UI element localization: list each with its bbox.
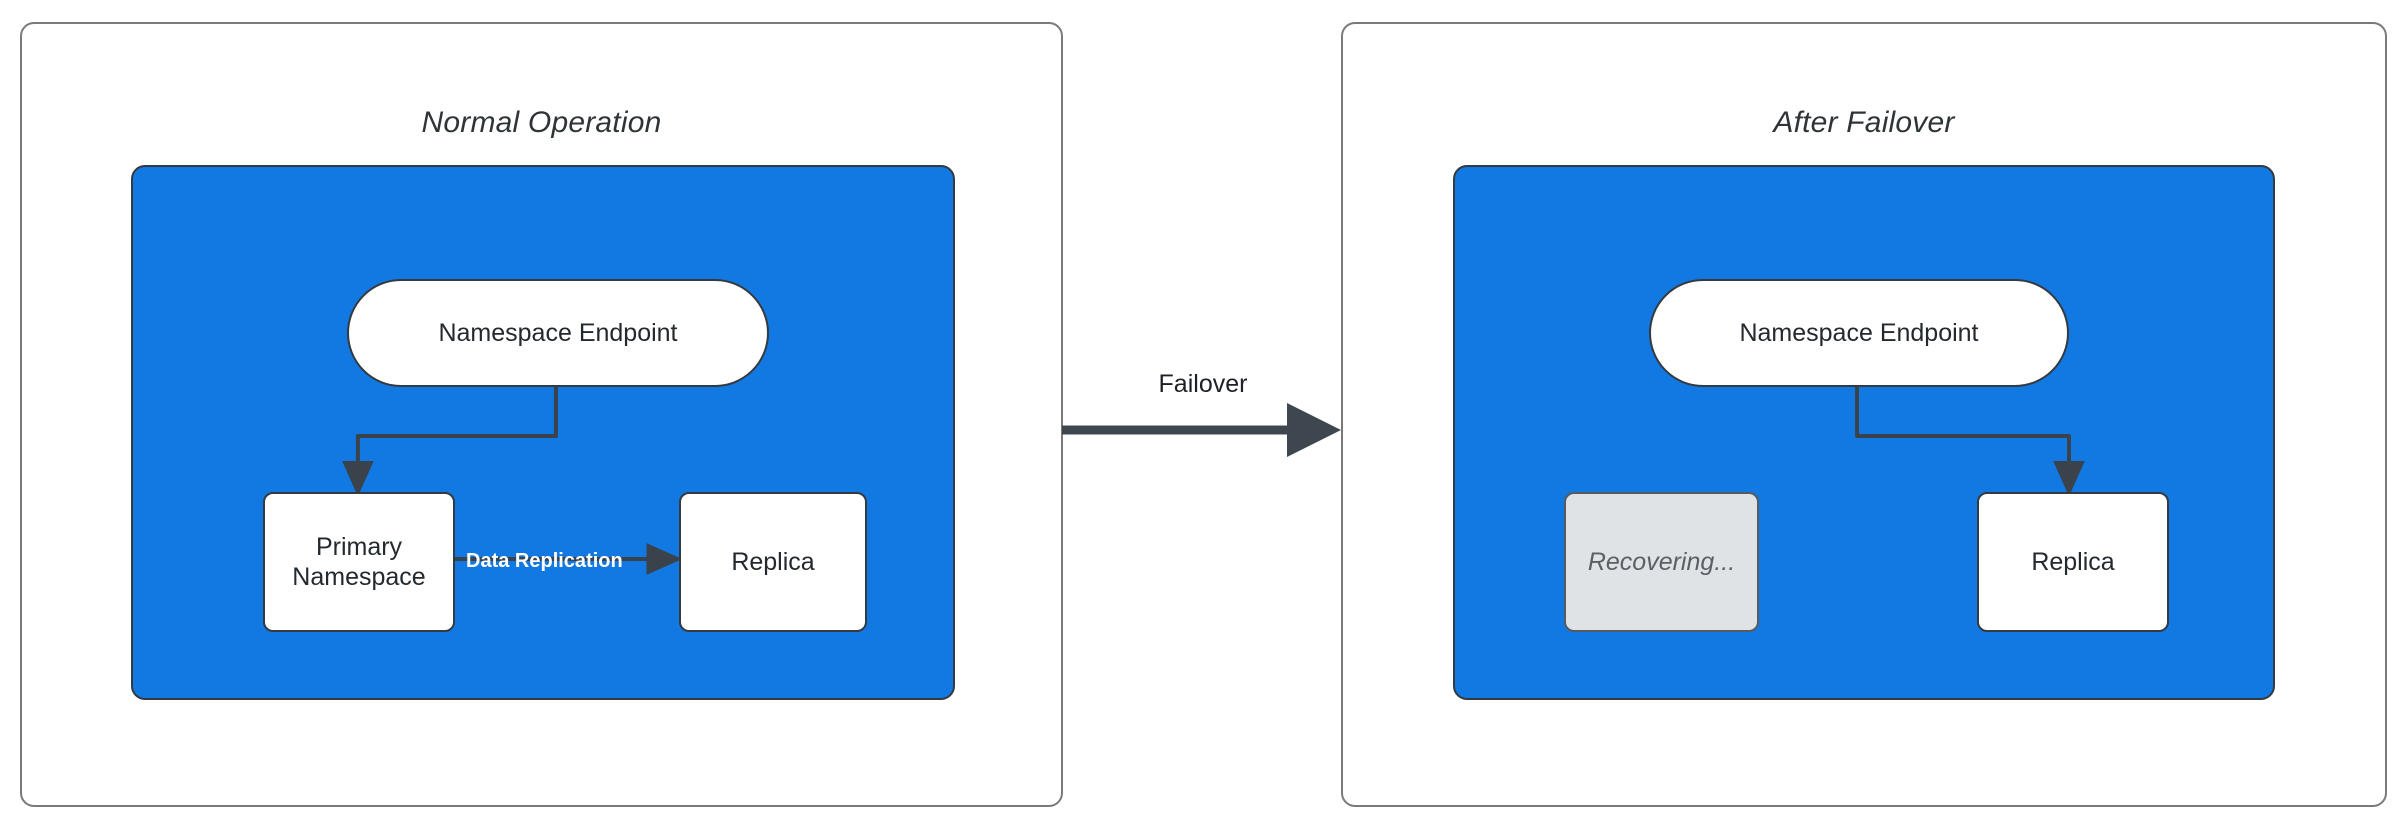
node-namespace-endpoint-normal[interactable]: Namespace Endpoint <box>347 279 769 387</box>
node-label: Replica <box>731 547 815 576</box>
node-recovering[interactable]: Recovering... <box>1564 492 1759 632</box>
panel-after-failover: After Failover Namespace Endpoint Recove… <box>1341 22 2387 807</box>
node-namespace-endpoint-failover[interactable]: Namespace Endpoint <box>1649 279 2069 387</box>
edge-endpoint-to-replica <box>1855 383 2085 497</box>
node-replica-normal[interactable]: Replica <box>679 492 867 632</box>
transition-label-failover: Failover <box>1158 370 1248 398</box>
edge-endpoint-to-primary <box>341 383 558 497</box>
transition-arrow-failover <box>1062 403 1341 457</box>
container-namespace-region-normal: Data Replication Namespace Endpoint Prim… <box>131 165 955 700</box>
panel-title-normal-operation: Normal Operation <box>421 106 662 139</box>
transition-failover: Failover <box>1062 370 1344 480</box>
panel-normal-operation: Normal Operation Data Replication Namesp… <box>20 22 1063 807</box>
node-label: Recovering... <box>1587 547 1736 576</box>
node-label-line-2: Namespace <box>292 563 426 591</box>
node-label: Namespace Endpoint <box>438 318 678 347</box>
panel-title-after-failover: After Failover <box>1773 106 1955 139</box>
node-replica-failover[interactable]: Replica <box>1977 492 2169 632</box>
node-label-line-1: Primary <box>315 532 403 561</box>
edge-label-data-replication: Data Replication <box>466 550 623 572</box>
node-label: Namespace Endpoint <box>1739 318 1979 347</box>
container-namespace-region-failover: Namespace Endpoint Recovering... Replica <box>1453 165 2275 700</box>
node-primary-namespace[interactable]: Primary Namespace <box>263 492 455 632</box>
node-label: Replica <box>2031 547 2115 576</box>
node-label: Primary Namespace <box>292 532 425 593</box>
